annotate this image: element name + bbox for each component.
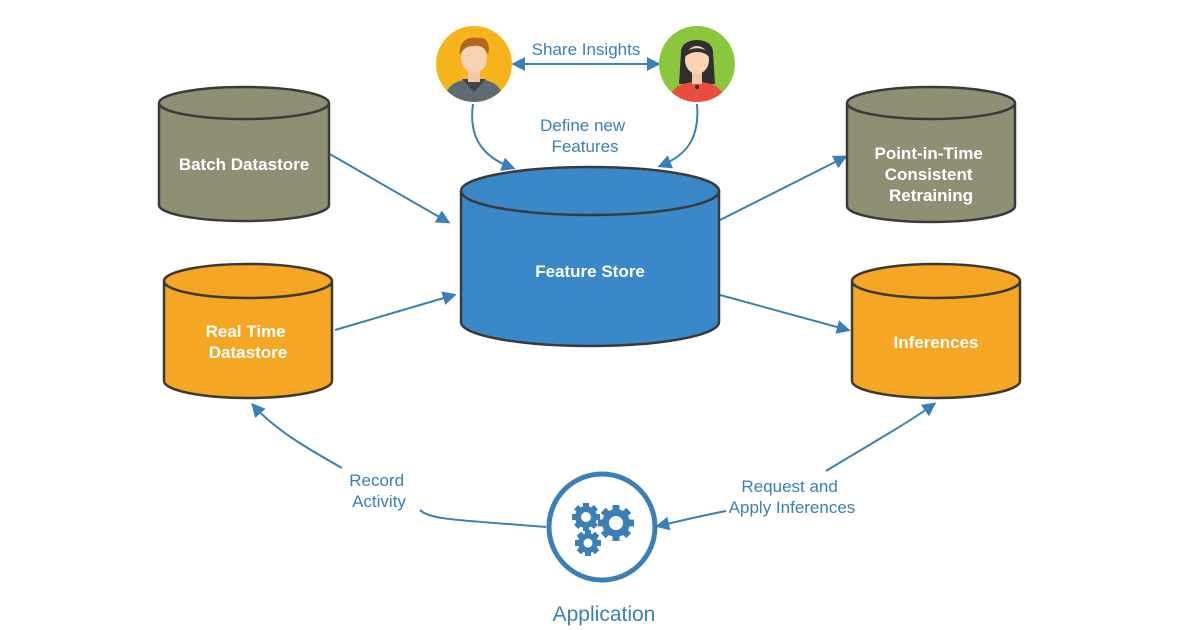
edge-realtime-to-feature-store (334, 291, 457, 331)
real-time-datastore-cylinder: Real Time Datastore (162, 262, 334, 400)
batch-datastore-cylinder: Batch Datastore (157, 85, 331, 223)
point-in-time-label: Point-in-Time Consistent Retraining (874, 144, 987, 205)
request-apply-label: Request and Apply Inferences (729, 477, 856, 517)
edge-record-activity-arrow (251, 402, 343, 469)
batch-datastore-label: Batch Datastore (179, 155, 309, 174)
female-avatar-icon (659, 26, 735, 102)
real-time-datastore-label: Real Time Datastore (206, 322, 291, 362)
share-insights-label: Share Insights (532, 40, 641, 59)
inferences-label: Inferences (893, 333, 978, 352)
gears-icon (572, 503, 634, 556)
edge-inferences-to-request (825, 402, 937, 472)
application-label: Application (553, 603, 656, 626)
record-activity-label: Record Activity (349, 471, 409, 511)
male-avatar-icon (436, 26, 512, 102)
edge-batch-to-feature-store (327, 152, 451, 224)
feature-store-label: Feature Store (535, 262, 645, 281)
edge-feature-store-to-inferences (719, 294, 851, 334)
edge-feature-store-to-point-in-time (719, 155, 848, 221)
edges (251, 57, 937, 531)
inferences-cylinder: Inferences (850, 262, 1022, 400)
edge-request-to-application (655, 510, 727, 531)
application-node: Application (546, 471, 658, 626)
point-in-time-cylinder: Point-in-Time Consistent Retraining (845, 85, 1017, 224)
feature-store-cylinder: Feature Store (459, 165, 721, 348)
edge-female-to-feature-store (657, 103, 699, 169)
edge-male-to-feature-store (471, 103, 516, 171)
define-new-features-label: Define new Features (540, 116, 630, 156)
edge-application-to-realtime (419, 509, 547, 528)
